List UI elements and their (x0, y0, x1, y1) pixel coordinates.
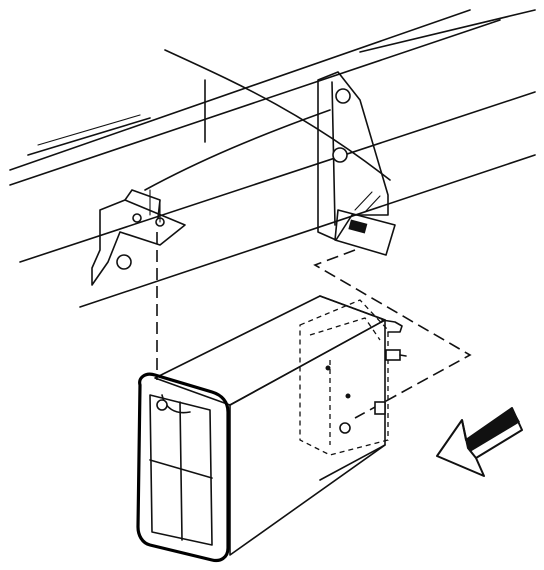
evap-canister (136, 295, 407, 563)
front-canister-bracket (91, 189, 186, 286)
routing-line (144, 49, 391, 191)
rear-canister-bracket (317, 71, 396, 256)
alignment-lines (156, 232, 472, 419)
frame-rail (9, 9, 536, 308)
forward-arrow-icon (436, 407, 523, 477)
